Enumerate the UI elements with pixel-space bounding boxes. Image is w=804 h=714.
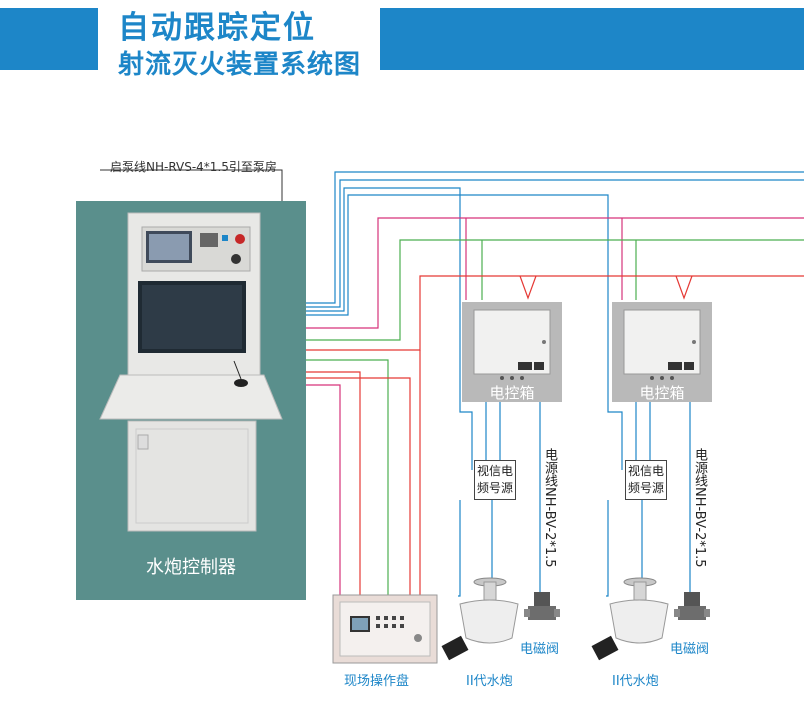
green-wires (306, 239, 804, 600)
pump-wire (100, 169, 283, 205)
electric-box-label: 电控箱 (489, 384, 535, 402)
video-source-line2: 频号源 (627, 481, 664, 495)
solenoid-valve-1 (524, 588, 560, 628)
water-cannon-1 (440, 576, 520, 670)
video-source-1: 视信电 频号源 (474, 460, 516, 500)
header-bar-left (0, 8, 98, 70)
ebox-down-wires (485, 400, 691, 595)
red-wires (306, 275, 804, 600)
water-cannon-icon (591, 577, 669, 661)
field-panel (332, 594, 438, 664)
pump-wire-label: 启泵线NH-RVS-4*1.5引至泵房 (110, 160, 277, 174)
header-bar-right (380, 8, 804, 70)
electric-control-box-icon (623, 309, 701, 380)
solenoid-valve-icon (524, 592, 560, 620)
video-source-2: 视信电 频号源 (625, 460, 667, 500)
page-title: 自动跟踪定位 (118, 10, 316, 46)
video-source-line1: 视信电 (476, 464, 513, 478)
electric-box-1: 电控箱 (462, 302, 562, 402)
solenoid-valve-2 (674, 588, 710, 628)
magenta-wires (306, 217, 804, 600)
water-cannon-icon (441, 577, 519, 661)
electric-box-2: 电控箱 (612, 302, 712, 402)
water-cannon-label-1: II代水炮 (466, 674, 513, 689)
video-to-cannon (491, 498, 643, 588)
console-label: 水炮控制器 (146, 557, 236, 578)
video-source-line2: 频号源 (476, 481, 513, 495)
power-wire-label-2: 电源线NH-BV-2*1.5 (692, 448, 707, 568)
video-source-line1: 视信电 (627, 464, 664, 478)
control-console-icon (99, 212, 283, 532)
electric-box-label: 电控箱 (639, 384, 685, 402)
power-wire-label-1: 电源线NH-BV-2*1.5 (542, 448, 557, 568)
solenoid-valve-icon (674, 592, 710, 620)
water-cannon-2 (590, 576, 670, 670)
console-panel: 水炮控制器 (76, 201, 306, 600)
solenoid-valve-label-2: 电磁阀 (670, 642, 710, 657)
electric-control-box-icon (473, 309, 551, 380)
page-subtitle: 射流灭火装置系统图 (118, 50, 362, 80)
blue-wires (306, 171, 804, 597)
water-cannon-label-2: II代水炮 (612, 674, 659, 689)
solenoid-valve-label-1: 电磁阀 (520, 642, 560, 657)
field-operation-panel-icon (332, 594, 438, 664)
field-panel-label: 现场操作盘 (344, 674, 410, 689)
